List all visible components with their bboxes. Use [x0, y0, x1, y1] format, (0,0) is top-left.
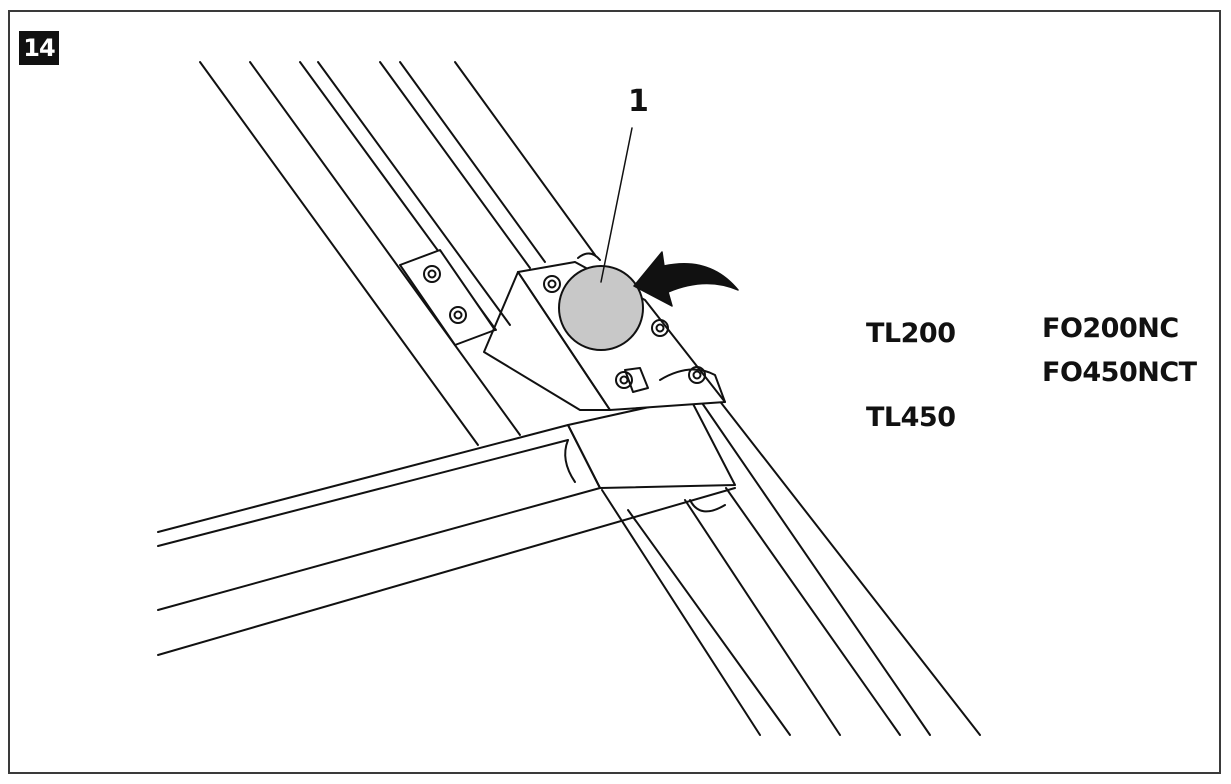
- screw-icon: [423, 265, 706, 389]
- figure-number-badge: 14: [19, 31, 59, 65]
- diagonal-rail: [199, 61, 981, 736]
- knob-icon: [558, 265, 644, 351]
- model-label-fo200nc: FO200NC: [1042, 313, 1179, 344]
- model-label-fo450nct: FO450NCT: [1042, 357, 1197, 388]
- callout-leader: [600, 127, 633, 283]
- callout-number: 1: [628, 84, 649, 119]
- crossbar: [157, 424, 736, 656]
- model-label-tl200: TL200: [866, 318, 956, 349]
- model-label-tl450: TL450: [866, 402, 956, 433]
- figure-frame: [8, 10, 1221, 774]
- clamp-block: [567, 394, 736, 489]
- rotation-arrow-icon: [633, 251, 739, 307]
- left-mount-plate: [399, 249, 496, 346]
